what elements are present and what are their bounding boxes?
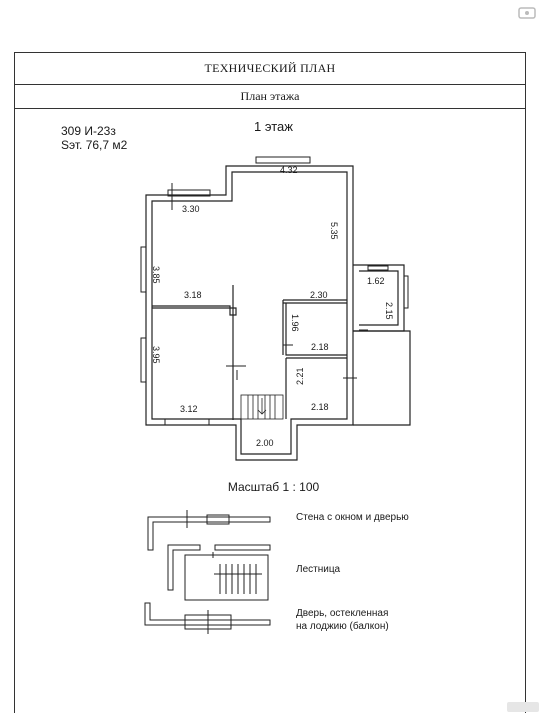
- balcony-inner: [359, 270, 399, 326]
- floor-title: 1 этаж: [254, 119, 293, 134]
- dim-label: 2.00: [256, 438, 274, 448]
- corner-logo-icon: [518, 7, 536, 19]
- loggia-outline: [353, 330, 411, 426]
- window: [255, 156, 311, 164]
- object-code: 309 И-23з: [61, 124, 116, 138]
- stairs-symbol: [240, 394, 284, 420]
- dim-label: 5.35: [329, 222, 339, 240]
- dim-label: 2.18: [311, 342, 329, 352]
- watermark-icon: [507, 702, 539, 712]
- legend-stairs-symbol: [167, 544, 271, 601]
- dim-label: 4.32: [280, 165, 298, 175]
- window: [167, 189, 211, 197]
- window: [164, 418, 210, 426]
- window: [140, 337, 147, 383]
- document-subtitle: План этажа: [15, 84, 525, 109]
- interior-wall: [152, 305, 237, 316]
- dim-label: 1.62: [367, 276, 385, 286]
- dim-label: 3.18: [184, 290, 202, 300]
- legend-stairs-label: Лестница: [296, 564, 341, 575]
- legend-balcony-label-1: Дверь, остекленная: [296, 608, 389, 619]
- dim-label: 1.96: [290, 314, 300, 332]
- dim-label: 2.15: [384, 302, 394, 320]
- outer-wall-inner: [151, 171, 348, 455]
- legend-wall-symbol: [147, 510, 271, 551]
- dim-label: 2.21: [295, 367, 305, 385]
- interior-wall: [285, 303, 347, 356]
- dim-label: 2.18: [311, 402, 329, 412]
- legend-balcony-label-2: на лоджию (балкон): [296, 621, 389, 632]
- window: [403, 275, 409, 309]
- legend-balcony-symbol: [144, 602, 271, 634]
- window: [367, 265, 389, 271]
- document-title: ТЕХНИЧЕСКИЙ ПЛАН: [15, 53, 525, 85]
- legend-wall-label: Стена с окном и дверью: [296, 512, 409, 523]
- dim-label: 2.30: [310, 290, 328, 300]
- dim-label: 3.12: [180, 404, 198, 414]
- dim-label: 3.95: [151, 346, 161, 364]
- balcony-outline: [353, 264, 405, 332]
- floor-area: Sэт. 76,7 м2: [61, 138, 128, 152]
- dim-label: 3.85: [151, 266, 161, 284]
- dim-label: 3.30: [182, 204, 200, 214]
- plan-sheet-frame: ТЕХНИЧЕСКИЙ ПЛАН План этажа: [14, 52, 526, 713]
- outer-wall: [145, 165, 354, 461]
- scale-label: Масштаб 1 : 100: [227, 480, 320, 494]
- window: [140, 246, 147, 293]
